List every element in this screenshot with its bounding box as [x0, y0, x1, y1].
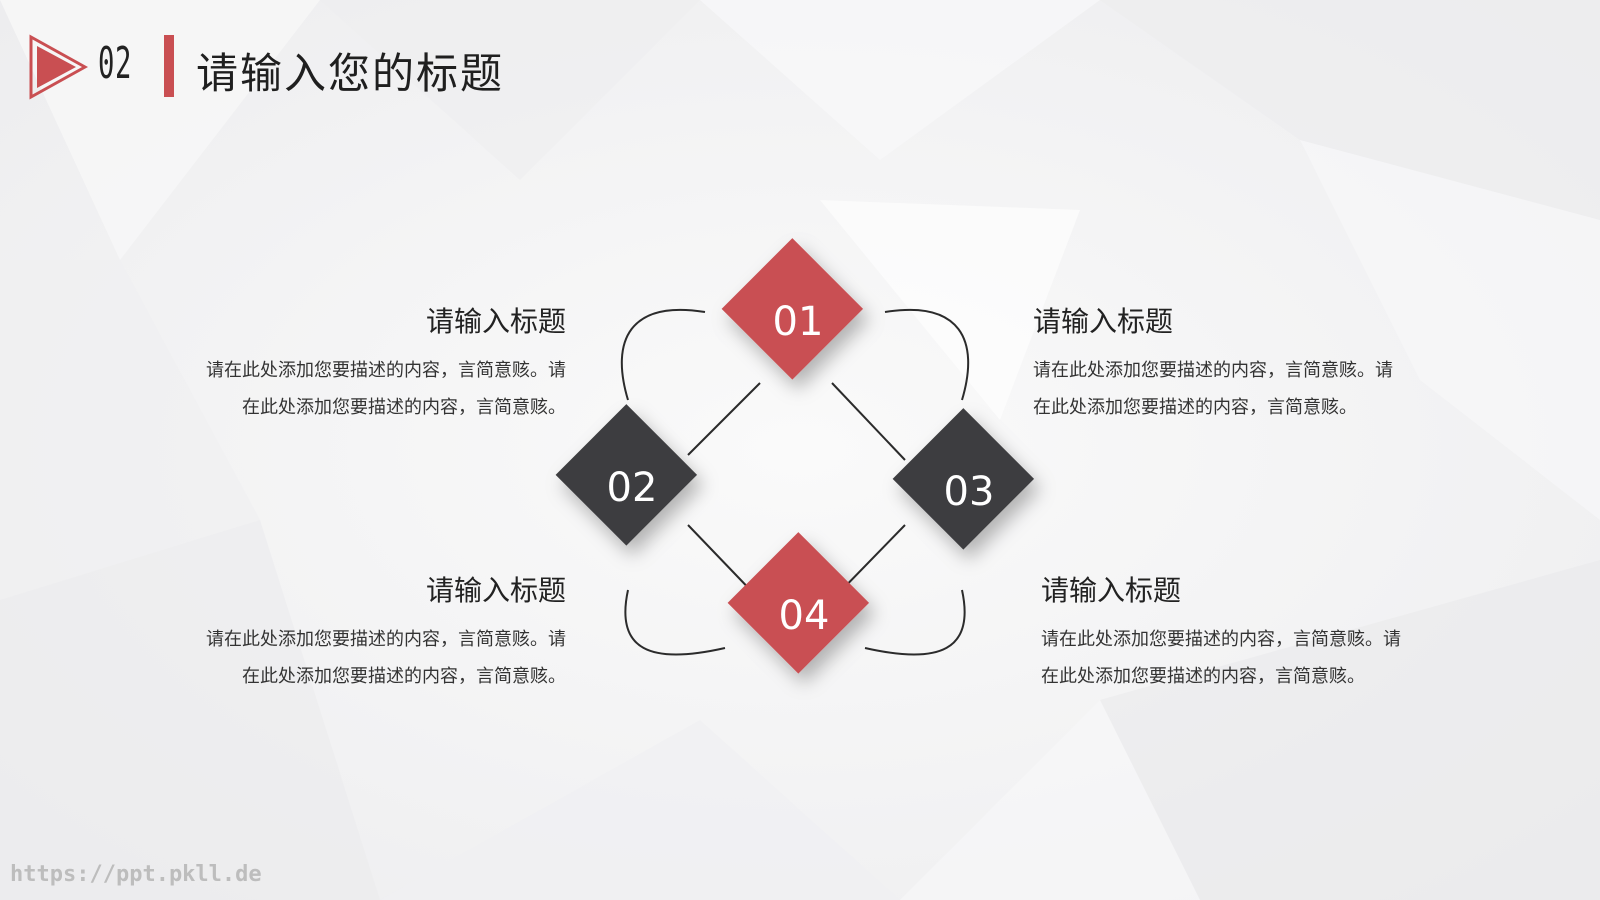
text-block-01: 请输入标题 请在此处添加您要描述的内容，言简意赅。请 在此处添加您要描述的内容，… [150, 300, 566, 426]
text-block-body-line1: 请在此处添加您要描述的内容，言简意赅。请 [1033, 360, 1393, 381]
text-block-02: 请输入标题 请在此处添加您要描述的内容，言简意赅。请 在此处添加您要描述的内容，… [1033, 300, 1453, 426]
connector-inner-top-right [831, 382, 906, 461]
text-block-body-line2: 在此处添加您要描述的内容，言简意赅。 [1041, 666, 1365, 687]
watermark-url: https://ppt.pkll.de [10, 862, 262, 887]
connector-arc-top-right [884, 308, 970, 401]
text-block-03: 请输入标题 请在此处添加您要描述的内容，言简意赅。请 在此处添加您要描述的内容，… [150, 569, 566, 695]
text-block-body-line2: 在此处添加您要描述的内容，言简意赅。 [242, 397, 566, 418]
slide-header: 02 请输入您的标题 [0, 0, 1600, 120]
diamond-03 [892, 408, 1035, 550]
text-block-body-line1: 请在此处添加您要描述的内容，言简意赅。请 [206, 360, 566, 381]
text-block-title: 请输入标题 [425, 574, 566, 607]
diamond-04-label: 04 [778, 593, 830, 639]
connector-arc-bottom-left [624, 589, 726, 656]
page-title: 请输入您的标题 [196, 49, 505, 98]
text-block-body-line1: 请在此处添加您要描述的内容，言简意赅。请 [1041, 629, 1401, 650]
title-divider-bar [164, 35, 174, 97]
connector-inner-top-left [687, 382, 761, 456]
diamond-03-label: 03 [943, 469, 995, 515]
diamond-02-label: 02 [606, 465, 658, 511]
play-triangle-icon [29, 34, 88, 100]
connector-arc-bottom-right [864, 589, 966, 656]
text-block-title: 请输入标题 [1041, 574, 1182, 607]
connector-arc-top-left [620, 308, 706, 401]
diamond-04 [727, 532, 870, 674]
diamond-01 [721, 238, 864, 380]
section-number: 02 [98, 38, 133, 89]
text-block-title: 请输入标题 [1033, 305, 1174, 338]
text-block-body-line2: 在此处添加您要描述的内容，言简意赅。 [242, 666, 566, 687]
text-block-04: 请输入标题 请在此处添加您要描述的内容，言简意赅。请 在此处添加您要描述的内容，… [1041, 569, 1461, 695]
text-block-body-line2: 在此处添加您要描述的内容，言简意赅。 [1033, 397, 1357, 418]
text-block-body-line1: 请在此处添加您要描述的内容，言简意赅。请 [206, 629, 566, 650]
text-block-title: 请输入标题 [425, 305, 566, 338]
diamond-01-label: 01 [772, 299, 824, 345]
diamond-02 [555, 404, 698, 546]
